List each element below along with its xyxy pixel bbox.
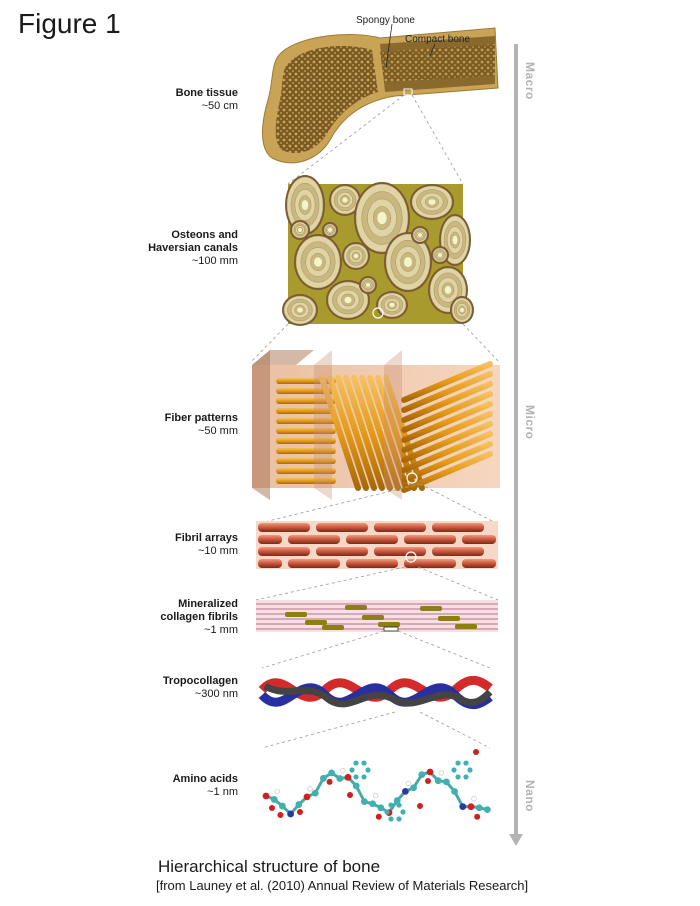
level-size: ~100 mm — [191, 255, 238, 267]
level-size: ~1 nm — [207, 786, 238, 798]
level-fibril-arrays: Fibril arrays ~10 mm — [108, 532, 238, 558]
scale-arrow — [509, 44, 523, 846]
level-size: ~1 mm — [204, 624, 238, 636]
level-mineralized-fibrils: Mineralized collagen fibrils ~1 mm — [108, 598, 238, 637]
scale-label-macro: Macro — [523, 62, 537, 100]
level-name: Fiber patterns — [164, 412, 238, 424]
level-amino-acids: Amino acids ~1 nm — [108, 773, 238, 799]
spongy-bone-label: Spongy bone — [356, 15, 415, 26]
level-size: ~10 mm — [197, 545, 238, 557]
figure-caption: Hierarchical structure of bone — [158, 857, 381, 876]
osteons-image — [282, 175, 474, 326]
level-name: Amino acids — [172, 773, 238, 785]
fibril-arrays-image — [256, 521, 498, 569]
compact-bone-label: Compact bone — [405, 34, 470, 45]
tropocollagen-image — [258, 675, 493, 710]
level-bone-tissue: Bone tissue ~50 cm — [108, 87, 238, 113]
level-name: Tropocollagen — [162, 675, 238, 687]
figure-title: Figure 1 — [18, 8, 121, 39]
level-osteons: Osteons and Haversian canals ~100 mm — [108, 229, 238, 268]
bone-femur-image — [262, 23, 499, 164]
level-name: Bone tissue — [175, 87, 238, 99]
level-size: ~50 cm — [201, 100, 238, 112]
fiber-patterns-image — [252, 350, 500, 500]
figure-citation: [from Launey et al. (2010) Annual Review… — [156, 878, 529, 893]
scale-label-micro: Micro — [523, 405, 537, 440]
level-name: Osteons and Haversian canals — [148, 229, 238, 254]
amino-acids-image — [262, 749, 491, 822]
level-name: Mineralized collagen fibrils — [160, 598, 238, 623]
level-size: ~300 nm — [194, 688, 238, 700]
level-size: ~50 mm — [197, 425, 238, 437]
mineralized-fibrils-image — [256, 600, 498, 632]
level-fiber-patterns: Fiber patterns ~50 mm — [108, 412, 238, 438]
level-tropocollagen: Tropocollagen ~300 nm — [108, 675, 238, 701]
level-name: Fibril arrays — [175, 532, 238, 544]
scale-label-nano: Nano — [523, 780, 537, 812]
